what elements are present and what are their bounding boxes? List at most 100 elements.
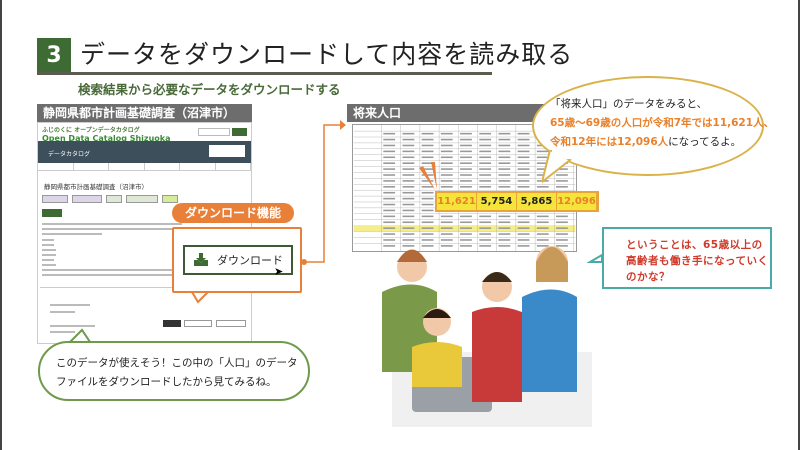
value-cell: 11,621 [437, 193, 477, 210]
table-cell [440, 174, 453, 176]
search-button[interactable] [232, 128, 247, 136]
table-cell [383, 180, 396, 182]
tag[interactable] [72, 195, 102, 203]
table-cell [498, 227, 511, 229]
table-cell [498, 144, 511, 147]
table-cell [402, 215, 415, 218]
table-cell [460, 144, 472, 147]
table-cell [556, 174, 568, 176]
tag[interactable] [106, 195, 122, 203]
table-cell [402, 144, 415, 147]
table-cell [517, 227, 530, 229]
table-cell [517, 132, 530, 135]
table-cell [536, 221, 549, 224]
table-cell [460, 233, 472, 235]
table-cell [440, 150, 453, 153]
table-cell [383, 233, 396, 235]
table-cell [402, 191, 415, 194]
table-cell [460, 221, 472, 224]
table-cell [460, 156, 472, 159]
table-cell [421, 197, 434, 200]
table-cell [479, 215, 492, 218]
value-cell: 12,096 [557, 193, 597, 210]
table-cell [498, 138, 511, 141]
table-cell [383, 162, 396, 164]
table-cell [517, 162, 530, 164]
table-cell [498, 186, 511, 188]
bubble-line-highlight: 令和12年には12,096人 [550, 136, 669, 148]
table-cell [556, 227, 568, 229]
category-menu[interactable] [38, 163, 251, 171]
left-panel-title: 静岡県都市計画基礎調査（沼津市） [37, 104, 252, 122]
table-cell [421, 245, 434, 247]
table-cell [440, 180, 453, 182]
table-cell [383, 215, 396, 218]
table-cell [440, 138, 453, 141]
table-cell [440, 162, 453, 164]
table-cell [460, 239, 472, 241]
tag[interactable] [126, 195, 158, 203]
table-cell [402, 138, 415, 141]
table-cell [479, 156, 492, 159]
org-badge[interactable] [42, 209, 62, 217]
table-cell [383, 191, 396, 194]
table-cell [402, 245, 415, 247]
download-button[interactable]: ダウンロード [183, 245, 293, 275]
table-cell [479, 168, 492, 170]
table-cell [383, 245, 396, 247]
table-cell [536, 239, 549, 241]
dataset-search-button[interactable] [209, 145, 245, 157]
table-cell [402, 150, 415, 153]
table-cell [517, 233, 530, 235]
table-cell [498, 156, 511, 159]
highlighted-values: 11,621 5,754 5,865 12,096 [435, 191, 599, 212]
table-cell [440, 239, 453, 241]
search-input[interactable] [198, 128, 230, 136]
table-cell [383, 174, 396, 176]
table-cell [460, 162, 472, 164]
table-cell [536, 227, 549, 229]
value-cell: 5,865 [517, 193, 557, 210]
table-cell [383, 239, 396, 241]
table-cell [479, 144, 492, 147]
table-cell [498, 233, 511, 235]
catalog-nav: データカタログ [38, 141, 251, 163]
table-cell [460, 215, 472, 218]
table-cell [421, 203, 434, 206]
table-cell [440, 156, 453, 159]
table-cell [421, 227, 434, 229]
bubble-line: 65歳〜69歳の人口が令和7年では11,621人、 [550, 117, 775, 129]
table-cell [517, 168, 530, 170]
dataset-title: 静岡県都市計画基礎調査（沼津市） [44, 183, 148, 191]
table-cell [402, 180, 415, 182]
table-cell [556, 221, 568, 224]
question-box: ということは、65歳以上の高齢者も働き手になっていくのかな？ [602, 227, 772, 289]
tag[interactable] [42, 195, 68, 203]
table-cell [479, 180, 492, 182]
page-title: データをダウンロードして内容を読み取る [80, 40, 574, 69]
table-cell [556, 180, 568, 182]
table-cell [421, 132, 434, 135]
table-cell [479, 227, 492, 229]
speech-bubble-top [532, 76, 764, 176]
table-cell [498, 239, 511, 241]
table-cell [383, 156, 396, 159]
table-cell [383, 209, 396, 212]
table-cell [383, 203, 396, 206]
table-cell [536, 150, 549, 153]
tag[interactable] [162, 195, 178, 203]
table-cell [498, 162, 511, 164]
download-button-label: ダウンロード [217, 254, 283, 267]
table-cell [402, 168, 415, 170]
table-cell [536, 168, 549, 170]
resource-download-button[interactable] [184, 320, 212, 327]
table-cell [421, 150, 434, 153]
table-cell [498, 180, 511, 182]
table-cell [517, 221, 530, 224]
table-cell [440, 215, 453, 218]
table-cell [402, 186, 415, 188]
bubble-line: ファイルをダウンロードしたから見てみるね。 [56, 376, 277, 388]
resource-detail-button[interactable] [216, 320, 246, 327]
table-cell [421, 186, 434, 188]
